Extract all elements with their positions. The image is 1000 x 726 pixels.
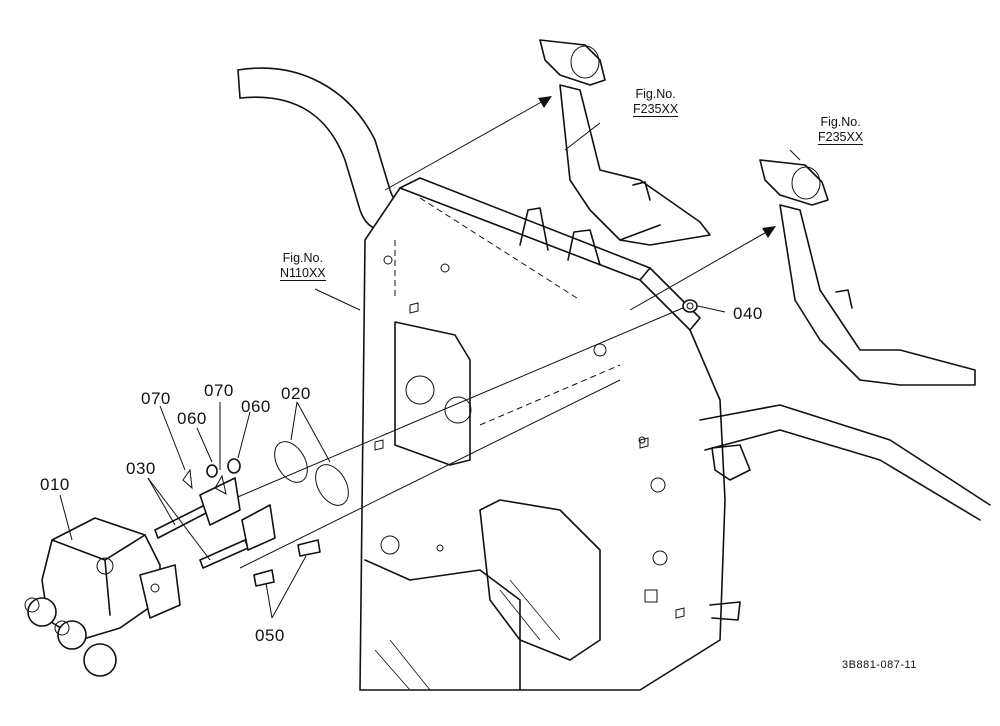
- leader-lines: [59, 122, 801, 619]
- figref-f235-right-ref: F235XX: [818, 129, 864, 145]
- pins-050: [253, 539, 321, 587]
- part-label-030: 030: [126, 459, 156, 478]
- shaft-axis-lines: [159, 304, 691, 569]
- part-label-040: 040: [733, 304, 763, 323]
- part-label-020: 020: [281, 384, 311, 403]
- master-cylinder: [24, 517, 181, 677]
- figref-f235-left-ref: F235XX: [633, 101, 679, 117]
- part-label-010: 010: [40, 475, 70, 494]
- part-label-060-right: 060: [241, 397, 271, 416]
- brake-pedal-right: [759, 159, 976, 386]
- figref-f235-right: Fig.No. F235XX: [818, 115, 864, 145]
- figref-f235-left-label: Fig.No.: [635, 87, 676, 101]
- part-label-060-left: 060: [177, 409, 207, 428]
- figref-n110-label: Fig.No.: [282, 251, 323, 265]
- figref-f235-right-label: Fig.No.: [820, 115, 861, 129]
- main-frame: [359, 177, 991, 691]
- figref-n110-ref: N110XX: [280, 265, 326, 281]
- washers-pins: [182, 458, 241, 495]
- o-rings: [274, 441, 349, 506]
- brake-pedal-left: [539, 39, 711, 246]
- nut-040: [682, 299, 698, 313]
- clevis-rods: [154, 477, 276, 569]
- assembly-arrows: [384, 96, 776, 311]
- part-label-050: 050: [255, 626, 285, 645]
- figref-n110: Fig.No. N110XX: [280, 252, 326, 281]
- part-label-070-right: 070: [204, 381, 234, 400]
- figref-f235-left: Fig.No. F235XX: [633, 87, 679, 117]
- part-label-070-left: 070: [141, 389, 171, 408]
- drawing-code: 3B881-087-11: [842, 659, 917, 671]
